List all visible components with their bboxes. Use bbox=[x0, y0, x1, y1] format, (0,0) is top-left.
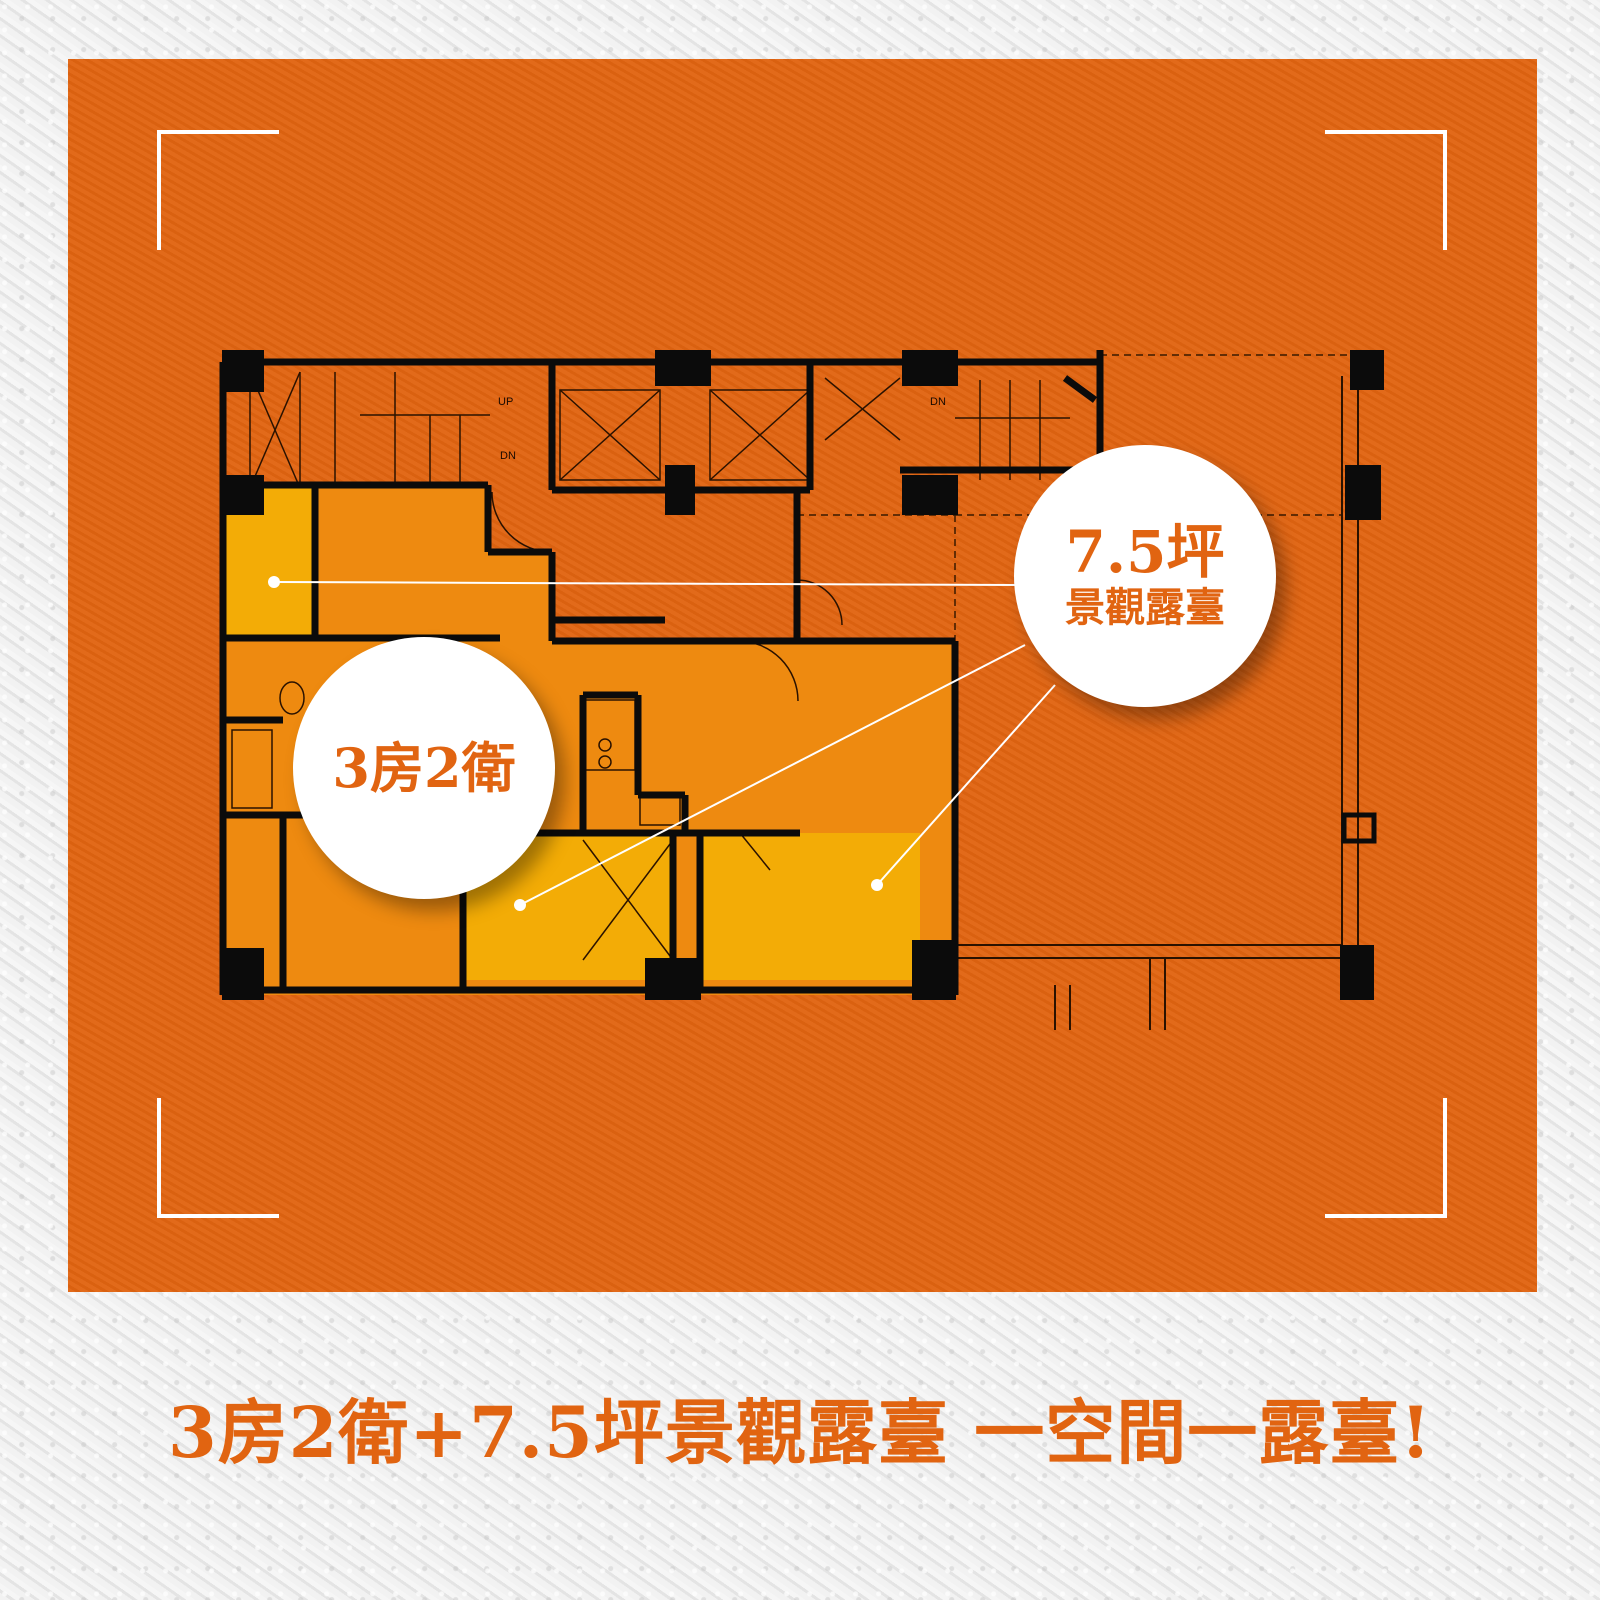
callout-leaders bbox=[273, 581, 1056, 906]
headline-caption: 3房2衛+7.5坪景觀露臺 一空間一露臺! bbox=[168, 1391, 1432, 1474]
rooms-label: 3房2衛 bbox=[332, 736, 516, 800]
rooms-callout: 3房2衛 bbox=[293, 637, 555, 899]
callout-dots bbox=[268, 576, 883, 911]
terrace-label: 景觀露臺 bbox=[1065, 584, 1225, 631]
stair-up-label: UP bbox=[498, 396, 513, 408]
stair-dn-label-right: DN bbox=[930, 396, 946, 408]
stair-dn-label: DN bbox=[500, 450, 516, 462]
terrace-callout: 7.5坪 景觀露臺 bbox=[1014, 445, 1276, 707]
master-bedroom-fill bbox=[700, 833, 920, 980]
columns bbox=[222, 350, 1384, 1000]
terrace-size: 7.5坪 bbox=[1065, 518, 1225, 586]
stairs-elevators bbox=[231, 371, 1070, 961]
terrace-post bbox=[1341, 812, 1377, 844]
